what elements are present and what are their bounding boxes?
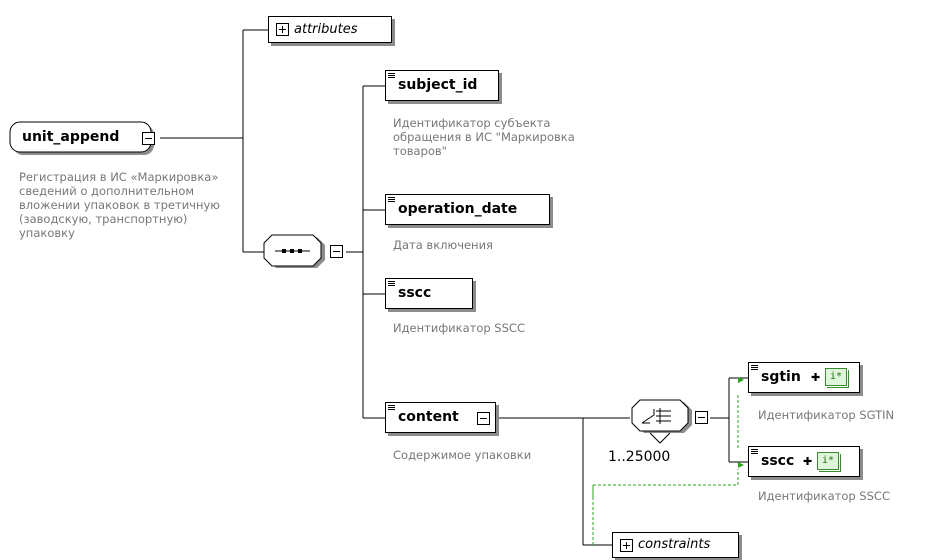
choice-collapse-icon[interactable] (695, 411, 708, 424)
type-badge-icon: i* (817, 452, 841, 472)
element-icon (388, 197, 395, 202)
element-sscc-choice[interactable]: sscc ✚ i* (748, 446, 860, 477)
attributes-group[interactable]: attributes (268, 16, 392, 43)
collapse-icon[interactable] (142, 132, 155, 145)
element-sscc[interactable]: sscc (385, 278, 473, 309)
collapse-icon[interactable] (477, 412, 490, 425)
keyref-arrow-icon: ✚ (811, 371, 821, 384)
keyref-arrow-icon: ✚ (803, 455, 813, 468)
root-element-name: unit_append (22, 129, 120, 145)
element-content[interactable]: content (385, 402, 496, 433)
operation-date-description: Дата включения (393, 238, 493, 252)
element-name: sgtin (761, 369, 801, 385)
attributes-label: attributes (294, 22, 358, 37)
element-icon (388, 73, 395, 78)
element-name: sscc (761, 453, 795, 469)
choice-occurrence: 1..25000 (608, 449, 671, 465)
root-description: Регистрация в ИС «Маркировка» сведений о… (19, 170, 220, 240)
sequence-collapse-icon[interactable] (330, 245, 343, 258)
root-element-shape (9, 121, 154, 155)
element-name: subject_id (398, 77, 478, 93)
choice-compositor (631, 399, 692, 444)
root-element[interactable]: unit_append (10, 122, 155, 152)
sgtin-description: Идентификатор SGTIN (758, 408, 895, 422)
sscc-description: Идентификатор SSCC (393, 321, 525, 335)
element-name: operation_date (398, 201, 518, 217)
element-icon (388, 281, 395, 286)
element-icon (751, 365, 758, 370)
element-name: sscc (398, 285, 432, 301)
element-name: content (398, 409, 459, 425)
subject-id-description: Идентификатор субъекта обращения в ИС "М… (393, 116, 575, 158)
element-icon (751, 449, 758, 454)
element-operation-date[interactable]: operation_date (385, 194, 550, 225)
element-subject-id[interactable]: subject_id (385, 70, 499, 101)
type-badge-icon: i* (825, 368, 849, 388)
sscc-choice-description: Идентификатор SSCC (758, 489, 890, 503)
expand-icon[interactable] (620, 539, 633, 552)
content-description: Содержимое упаковки (393, 448, 532, 462)
element-icon (388, 405, 395, 410)
constraints-group[interactable]: constraints (612, 532, 739, 558)
expand-icon[interactable] (276, 23, 289, 36)
element-sgtin[interactable]: sgtin ✚ i* (748, 362, 860, 393)
constraints-label: constraints (638, 537, 711, 552)
sequence-compositor (263, 234, 325, 268)
